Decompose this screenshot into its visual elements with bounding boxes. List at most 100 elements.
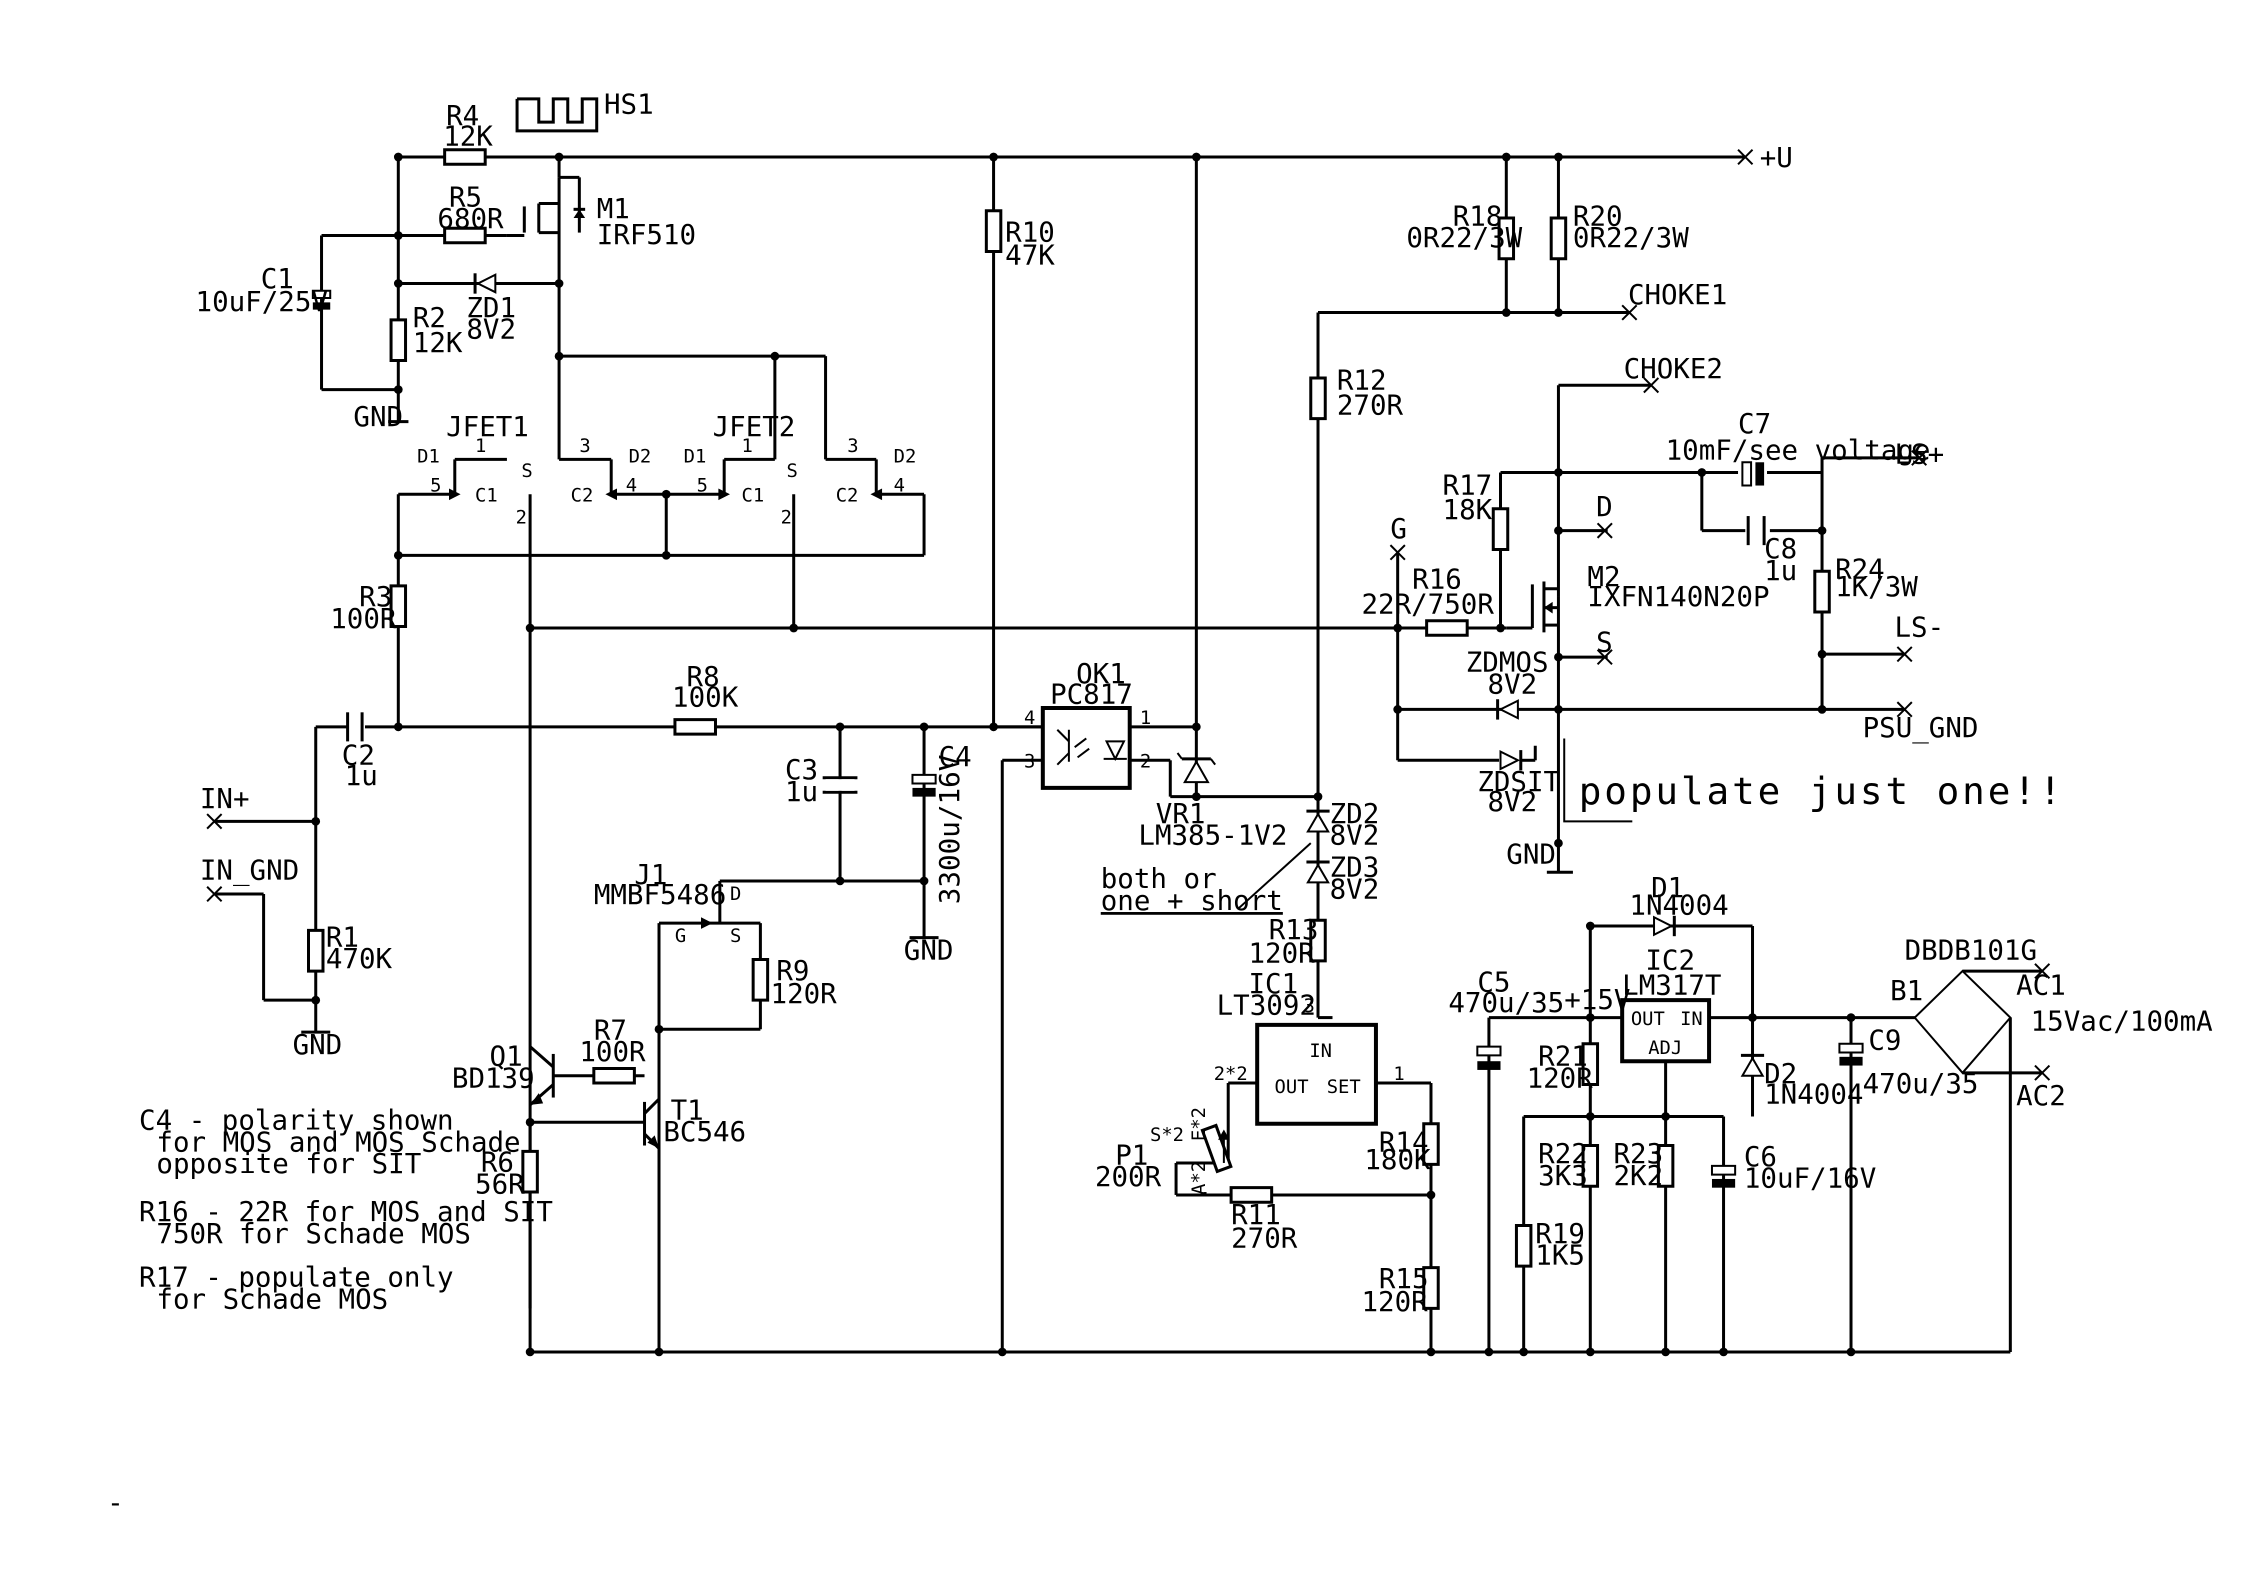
label-r23-name: R23 <box>1613 1138 1663 1170</box>
note-line-4: R16 - 22R for MOS and SIT <box>139 1196 553 1228</box>
label-r14-val: 180K <box>1364 1144 1431 1176</box>
label-labels-ok-p4: 4 <box>1024 707 1035 729</box>
label-r3-val: 100R <box>330 603 397 635</box>
label-ac2: AC2 <box>2016 1080 2066 1112</box>
label-zdmos-name: ZDMOS <box>1466 647 1549 679</box>
label-labels-ic1-p2: 2*2 <box>1214 1063 1248 1085</box>
label-zd2-val: 8V2 <box>1330 820 1380 852</box>
label-labels-ok-p3: 3 <box>1024 751 1035 773</box>
jfet-marks <box>448 488 883 929</box>
label-labels-j1-d: D <box>730 883 741 905</box>
label-d2-name: D2 <box>1764 1058 1797 1090</box>
label-d2-val: 1N4004 <box>1764 1078 1863 1110</box>
resistor-r5 <box>445 228 486 243</box>
bridge-b1 <box>1851 971 2010 1073</box>
note-line-7: for Schade MOS <box>156 1283 388 1315</box>
ground-symbols <box>301 422 1573 1033</box>
label-labels-pin2b: 2 <box>781 506 792 528</box>
heatsink-symbol <box>517 99 597 131</box>
label-r7-name: R7 <box>594 1014 627 1046</box>
resistor-r6 <box>523 1151 537 1192</box>
label-r8-val: 100K <box>672 681 739 713</box>
label-labels-p1-s: S*2 <box>1150 1124 1184 1146</box>
label-labels-ic2-out: OUT <box>1631 1008 1665 1030</box>
label-r6-val: 56R <box>475 1168 525 1200</box>
label-jfet1-c2: C2 <box>571 484 594 506</box>
label-r23-val: 2K2 <box>1613 1160 1663 1192</box>
resistor-r16 <box>1427 621 1468 636</box>
terminal-crosses <box>207 150 2049 1080</box>
label-zdsit-name: ZDSIT <box>1477 766 1560 798</box>
label-gnd3: GND <box>904 934 954 966</box>
label-g: G <box>1390 513 1407 545</box>
label-hs1: HS1 <box>604 88 654 120</box>
zener-zd1 <box>475 273 495 293</box>
label-c2-name: C2 <box>342 740 375 772</box>
label-both-or: both or <box>1101 863 1217 895</box>
transistor-t1 <box>645 1099 659 1148</box>
label-ls-plus: LS+ <box>1894 439 1944 471</box>
label-labels-p1-e: E*2 <box>1188 1107 1210 1141</box>
label-r16-name: R16 <box>1412 564 1462 596</box>
label-r1-name: R1 <box>326 921 359 953</box>
capacitor-c1 <box>313 291 330 310</box>
label-r3-name: R3 <box>359 581 392 613</box>
label-r17-name: R17 <box>1443 469 1493 501</box>
label-gnd2: GND <box>293 1029 343 1061</box>
label-r15-val: 120R <box>1361 1286 1428 1318</box>
label-labels-ic1-p1: 1 <box>1393 1063 1404 1085</box>
label-zd3-name: ZD3 <box>1330 852 1380 884</box>
label-ic2-name: IC2 <box>1645 945 1695 977</box>
note-line-5: 750R for Schade MOS <box>156 1218 471 1250</box>
label-m2-val: IXFN140N20P <box>1587 581 1769 613</box>
label-gnd1: GND <box>353 401 403 433</box>
label-r21-name: R21 <box>1538 1041 1588 1073</box>
capacitor-c6 <box>1712 1166 1735 1188</box>
label-c6-name: C6 <box>1744 1141 1777 1173</box>
label-labels-pin5a: 5 <box>430 474 441 496</box>
label-m1-name: M1 <box>597 193 630 225</box>
label-r6-name: R6 <box>481 1147 514 1179</box>
label-d1-name: D1 <box>1651 872 1684 904</box>
label-j1-name: J1 <box>634 859 667 891</box>
transistor-q1 <box>530 1047 553 1105</box>
label-jfet1-d2: D2 <box>629 445 652 467</box>
resistor-r15 <box>1424 1268 1438 1309</box>
label-zdmos-val: 8V2 <box>1487 668 1537 700</box>
label-zd1-val: 8V2 <box>466 314 516 346</box>
resistor-r20 <box>1551 218 1565 259</box>
label-jfet2-c1: C1 <box>742 484 765 506</box>
label-p1-name: P1 <box>1115 1139 1148 1171</box>
label-dbdb: DBDB101G <box>1905 934 2037 966</box>
label-m1-val: IRF510 <box>597 219 696 251</box>
label-r15-name: R15 <box>1379 1263 1429 1295</box>
label-labels-ic1-in: IN <box>1309 1040 1332 1062</box>
capacitor-c2 <box>348 712 362 741</box>
resistor-r19 <box>1516 1225 1530 1266</box>
label-plus15: +15V <box>1564 984 1630 1016</box>
resistor-r18 <box>1499 218 1513 259</box>
label-r8-name: R8 <box>687 661 720 693</box>
capacitor-c7 <box>1742 462 1765 485</box>
label-c1-val: 10uF/25V <box>196 286 328 318</box>
label-jfet1-d1: D1 <box>417 445 440 467</box>
label-labels-pin2a: 2 <box>516 506 527 528</box>
label-choke2: CHOKE2 <box>1624 353 1723 385</box>
label-r11-name: R11 <box>1231 1199 1281 1231</box>
label-s: S <box>1596 626 1613 658</box>
label-vac: 15Vac/100mA <box>2031 1006 2214 1038</box>
label-jfet2-d1: D1 <box>684 445 707 467</box>
label-r19-name: R19 <box>1535 1218 1585 1250</box>
label-labels-j1-s: S <box>730 925 741 947</box>
zener-short-arrow <box>1238 843 1310 908</box>
potentiometer-p1 <box>1202 1125 1230 1171</box>
resistor-r8 <box>675 720 716 735</box>
label-jfet2-s: S <box>786 460 797 482</box>
note-line-1: C4 - polarity shown <box>139 1104 454 1136</box>
label-labels-ic2-adj: ADJ <box>1648 1037 1682 1059</box>
label-zd2-name: ZD2 <box>1330 798 1380 830</box>
capacitor-c4 <box>912 775 935 797</box>
label-c4-name: C4 <box>939 741 972 773</box>
label-jfet2-d2: D2 <box>894 445 917 467</box>
